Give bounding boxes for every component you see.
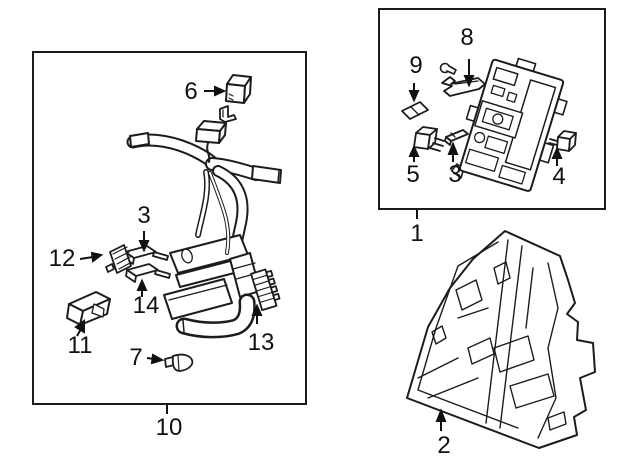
fuse-14-lower xyxy=(126,264,170,282)
fuse-block-13 xyxy=(251,268,281,310)
box-label-1[interactable]: 1 xyxy=(410,220,424,247)
harness-box-outline xyxy=(32,51,307,405)
bracket-8 xyxy=(442,77,485,96)
callout-4[interactable]: 4 xyxy=(552,163,566,190)
junction-block xyxy=(450,49,575,201)
callout-7[interactable]: 7 xyxy=(129,344,143,371)
callout-11[interactable]: 11 xyxy=(67,332,93,359)
fuse-3-mini xyxy=(445,130,468,145)
harness-tubes xyxy=(133,140,256,250)
connector-7 xyxy=(165,355,192,371)
bracket-outline xyxy=(407,231,595,448)
harness-sleeves xyxy=(130,133,281,183)
junction-block-drawing xyxy=(380,10,604,208)
terminal-12 xyxy=(106,245,131,273)
callout-13[interactable]: 13 xyxy=(247,329,275,356)
callout-2[interactable]: 2 xyxy=(437,432,451,459)
module-11 xyxy=(67,292,110,325)
callout-6[interactable]: 6 xyxy=(184,78,198,105)
callout-3-mini[interactable]: 3 xyxy=(448,161,462,188)
harness-boot xyxy=(183,302,247,332)
callout-2-arrow xyxy=(437,411,445,431)
relay-6 xyxy=(226,75,251,103)
wiring-harness-drawing xyxy=(34,53,305,403)
relay-clip xyxy=(220,106,236,122)
callout-3-upper[interactable]: 3 xyxy=(137,202,151,229)
bracket-detail xyxy=(418,240,566,438)
callout-5[interactable]: 5 xyxy=(406,161,420,188)
box-label-10[interactable]: 10 xyxy=(155,414,183,441)
callout-12[interactable]: 12 xyxy=(48,245,76,272)
callout-14[interactable]: 14 xyxy=(132,292,160,319)
fuse-3-upper xyxy=(124,246,168,264)
bolt xyxy=(441,64,457,75)
relay-5 xyxy=(414,127,444,151)
fuse-9 xyxy=(402,102,428,119)
callout-9[interactable]: 9 xyxy=(409,52,423,79)
mounting-bracket-drawing xyxy=(398,228,626,456)
harness-connector-top xyxy=(196,121,226,162)
callout-8[interactable]: 8 xyxy=(460,24,474,51)
junction-box-outline xyxy=(378,8,606,210)
